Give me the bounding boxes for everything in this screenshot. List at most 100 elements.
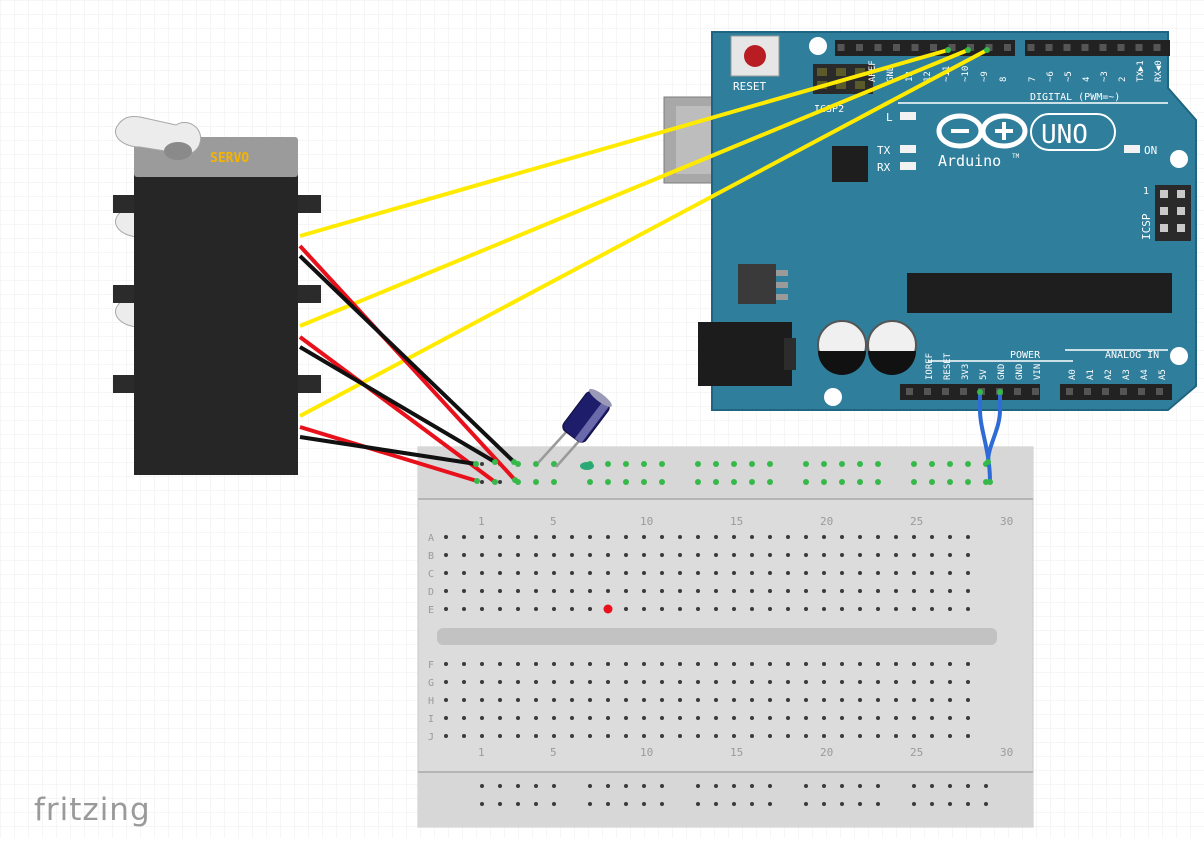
terminal-hole [678,734,682,738]
power-wire-servo3[interactable] [299,425,478,483]
rail-hole [966,802,970,806]
terminal-hole [930,734,934,738]
signal-wire-servo3[interactable] [299,48,988,418]
ground-wire-servo1[interactable] [298,254,516,464]
terminal-hole [912,662,916,666]
rail-hole [749,479,755,485]
rail-hole [533,479,539,485]
terminal-hole [660,698,664,702]
power-pin-label: 3V3 [961,364,971,380]
terminal-hole [660,680,664,684]
terminal-hole [462,734,466,738]
terminal-hole [948,716,952,720]
terminal-hole [822,535,826,539]
power-wire-servo1[interactable] [298,244,517,482]
terminal-hole [768,716,772,720]
terminal-hole [534,553,538,557]
terminal-hole [732,698,736,702]
terminal-hole [750,662,754,666]
wires[interactable] [298,47,1003,485]
column-label: 20 [820,515,833,528]
terminal-hole [786,535,790,539]
row-label: F [428,660,434,671]
signal-wire-servo2[interactable] [299,48,969,328]
terminal-hole [678,698,682,702]
header-pin-hole [874,44,882,51]
capacitor-pad [580,462,594,470]
terminal-hole [750,680,754,684]
terminal-hole [480,589,484,593]
power-jack [698,322,792,386]
terminal-hole [822,607,826,611]
terminal-hole [912,571,916,575]
rail-hole [840,784,844,788]
rail-hole [642,802,646,806]
terminal-hole [606,571,610,575]
terminal-hole [660,589,664,593]
terminal-hole [498,607,502,611]
rail-hole [767,479,773,485]
fritzing-watermark: fritzing [34,792,151,828]
terminal-hole [786,571,790,575]
rail-hole [660,784,664,788]
servo-motor[interactable]: SERVO [113,116,321,295]
terminal-hole [750,607,754,611]
terminal-hole [966,607,970,611]
terminal-hole [660,716,664,720]
rail-hole [480,784,484,788]
terminal-hole [966,698,970,702]
terminal-hole [912,535,916,539]
row-label: E [428,605,434,616]
ground-wire-servo2[interactable] [298,345,497,464]
rail-hole [551,479,557,485]
terminal-hole [840,571,844,575]
digital-pin-label: RX◀0 [1154,60,1164,82]
terminal-hole [498,734,502,738]
signal-wire-servo1[interactable] [299,48,949,238]
ground-wire-servo3[interactable] [299,435,477,466]
terminal-hole [912,607,916,611]
terminal-hole [552,716,556,720]
rail-hole [696,784,700,788]
highlighted-hole[interactable] [603,604,613,614]
power-pin-label: IOREF [925,353,935,380]
rail-hole [606,802,610,806]
servo-group[interactable]: SERVOSERVOSERVO [113,116,321,475]
terminal-hole [660,607,664,611]
reset-button-cap[interactable] [744,45,766,67]
rail-hole [911,461,917,467]
arduino-uno-board[interactable]: RESET ICSP2 AREFGND1312~11~10~987~6~54~3… [698,31,1197,411]
servo-body [134,173,298,295]
row-label: D [428,587,434,598]
arduino-logo [936,113,1028,149]
electrolytic-capacitor[interactable] [537,386,614,470]
header-pin-hole [893,44,900,51]
terminal-hole [822,571,826,575]
terminal-hole [678,680,682,684]
jumper-wire-gnd[interactable] [986,392,1002,463]
terminal-hole [570,680,574,684]
terminal-hole [696,607,700,611]
rail-hole [588,784,592,788]
terminal-hole [444,734,448,738]
terminal-hole [912,680,916,684]
capacitor-lead [537,429,569,464]
jumper-wire-5v[interactable] [978,392,992,483]
terminal-hole [966,734,970,738]
rail-hole [552,802,556,806]
rail-hole [695,461,701,467]
terminal-hole [678,535,682,539]
terminal-hole [660,734,664,738]
power-wire-servo2[interactable] [298,335,497,484]
header-pin-hole [837,44,845,51]
terminal-hole [930,535,934,539]
rail-hole [552,784,556,788]
rail-hole [768,784,772,788]
column-label: 5 [550,515,557,528]
terminal-hole [750,571,754,575]
